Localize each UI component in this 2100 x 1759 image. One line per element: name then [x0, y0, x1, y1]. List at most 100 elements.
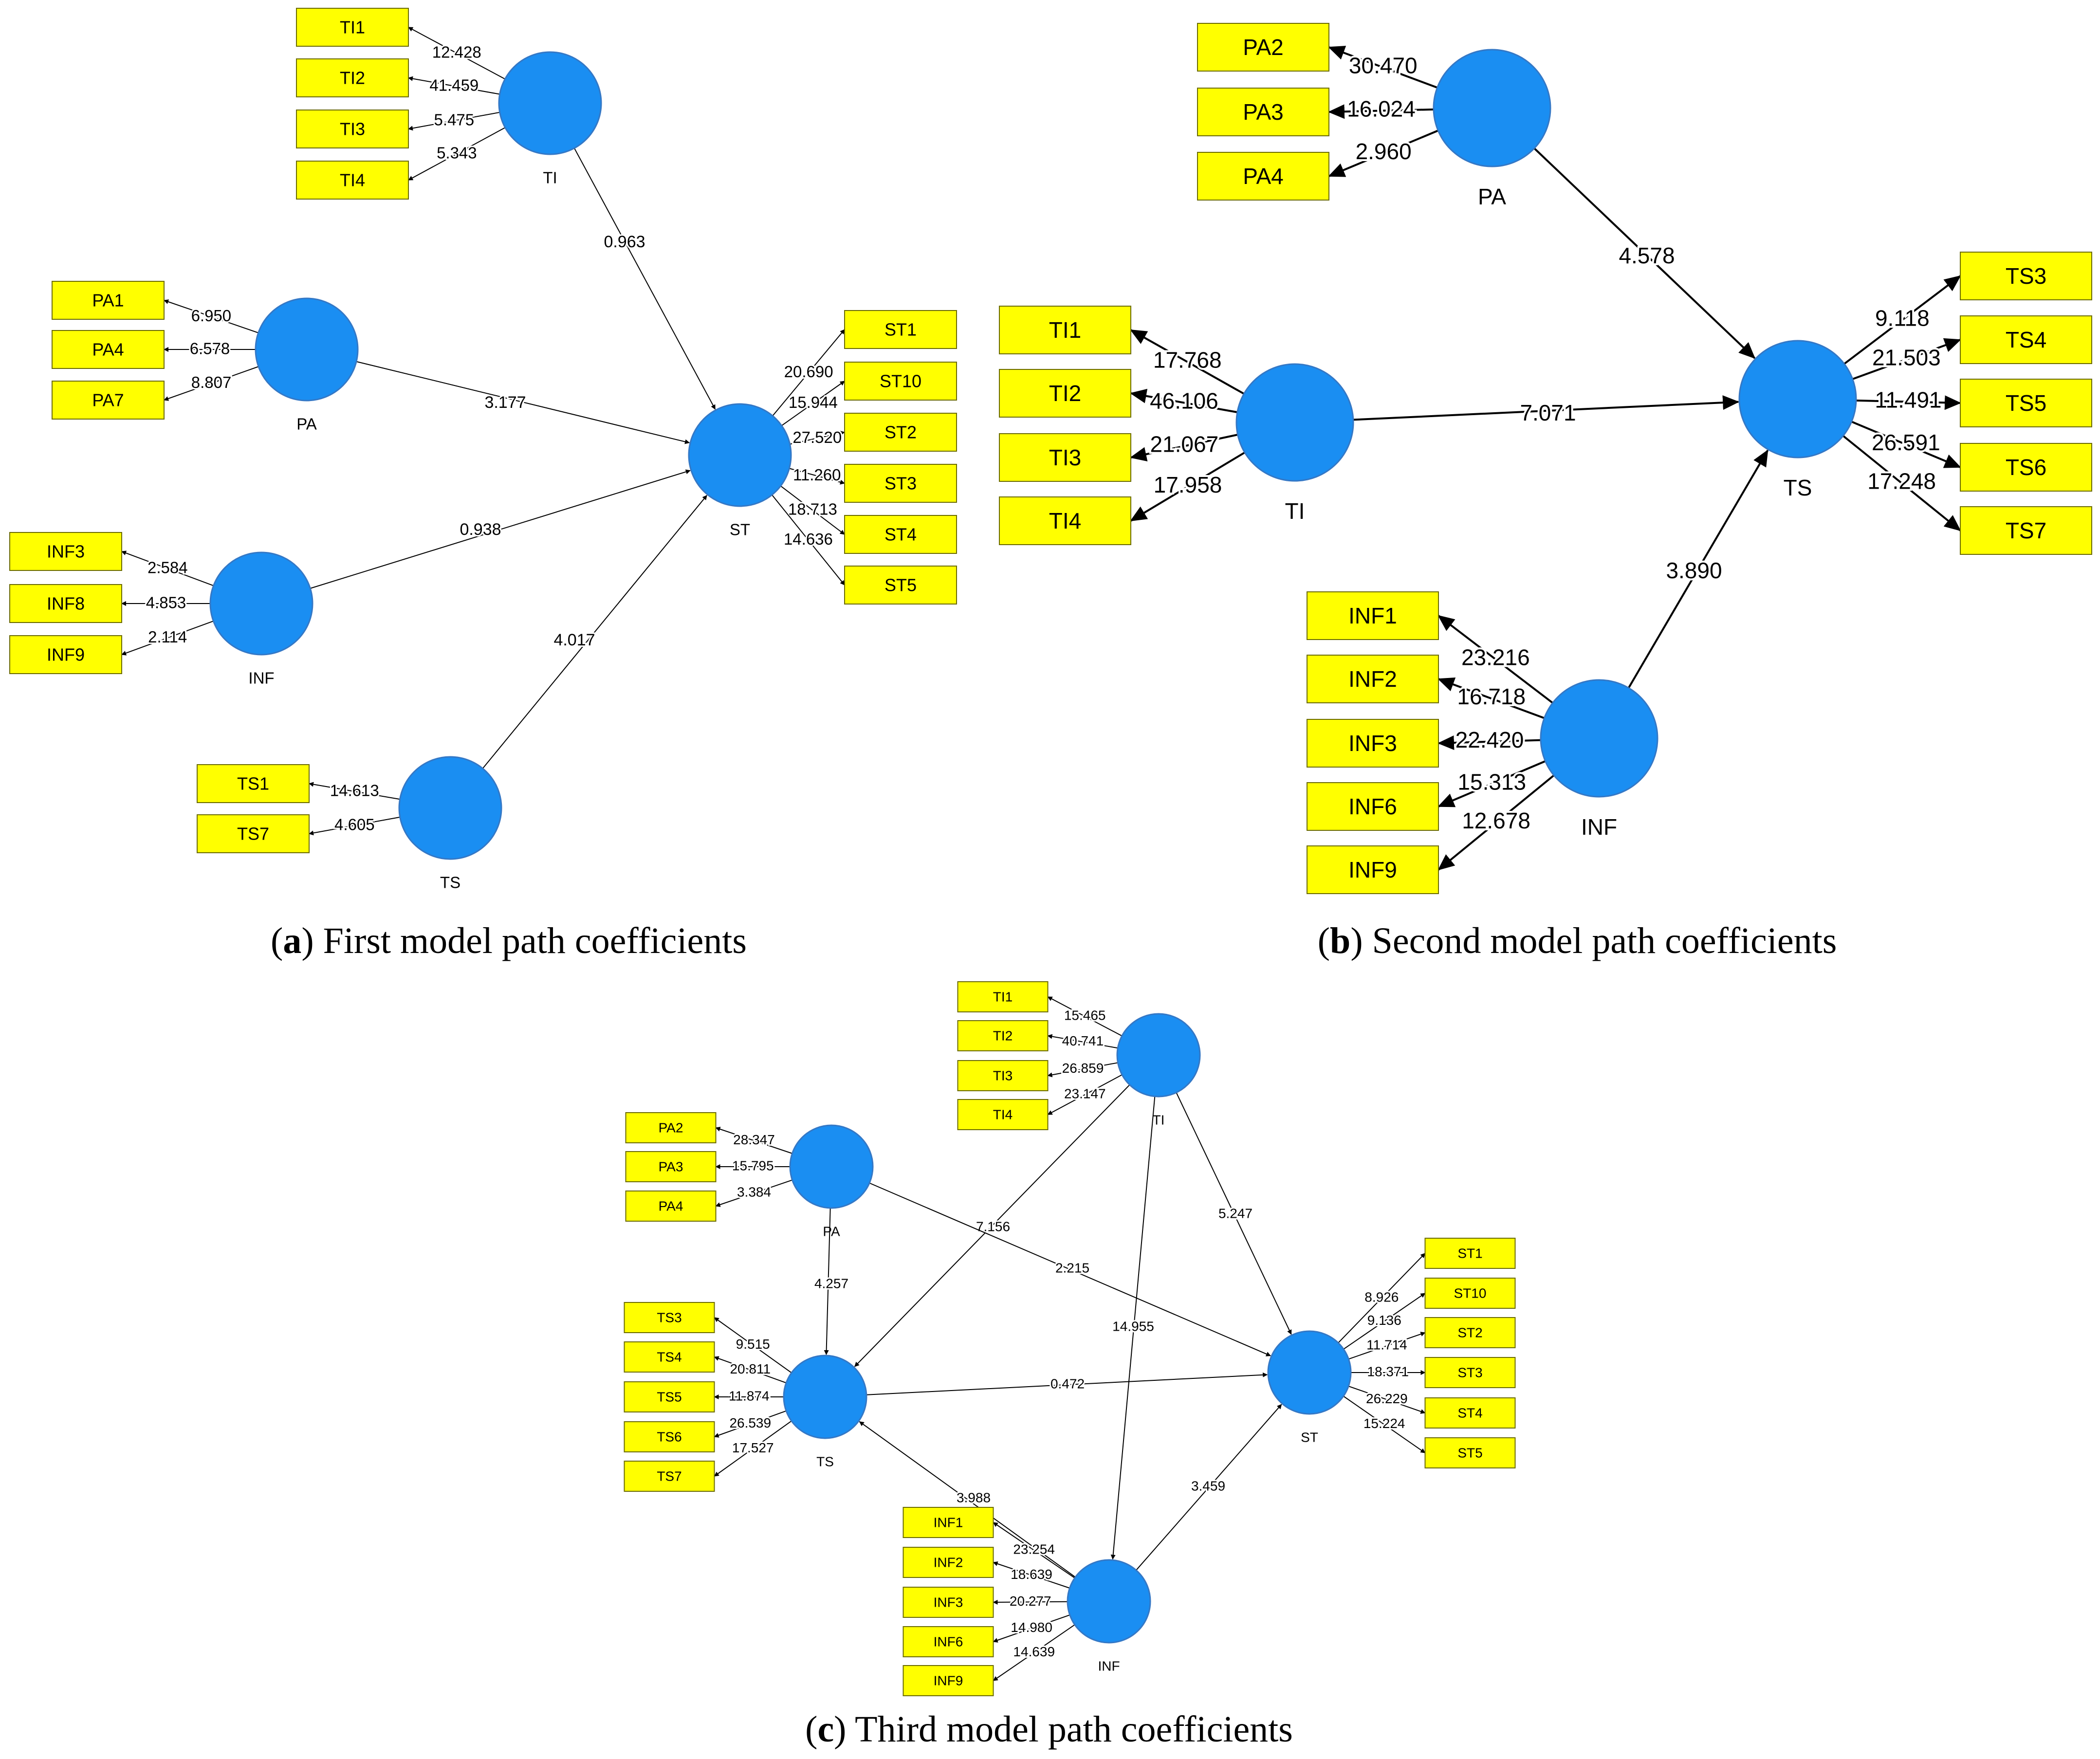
indicator-box-ts3: [1960, 252, 2092, 300]
indicator-box-ts7: [197, 814, 310, 853]
outer-loading-st4: 18.713: [788, 500, 837, 518]
outer-loading-inf2: 16.718: [1457, 684, 1526, 709]
outer-loading-ts6: 26.591: [1872, 430, 1940, 455]
indicator-label-st3: ST3: [1457, 1365, 1482, 1380]
loading-arrow-ti3: [408, 111, 500, 131]
indicator-box-ti4: [296, 161, 409, 200]
indicator-box-pa1: [52, 281, 165, 320]
indicator-label-st2: ST2: [1457, 1325, 1482, 1340]
outer-loading-st3: 18.371: [1367, 1364, 1409, 1379]
construct-label-st: ST: [730, 521, 750, 539]
indicator-label-inf9: INF9: [1348, 857, 1397, 882]
outer-loading-inf9: 12.678: [1462, 808, 1530, 833]
loading-arrow-ts4: [714, 1356, 787, 1384]
outer-loading-pa4: 3.384: [737, 1185, 771, 1200]
indicator-label-pa4: PA4: [659, 1199, 683, 1214]
loading-arrow-st4: [780, 485, 845, 535]
path-arrow-ts-st: [866, 1372, 1268, 1395]
indicator-label-inf6: INF6: [934, 1634, 963, 1649]
outer-loading-inf6: 15.313: [1457, 769, 1526, 794]
indicator-label-ti4: TI4: [993, 1107, 1013, 1122]
loading-arrow-ts5: [1856, 395, 1961, 410]
indicator-label-pa2: PA2: [1243, 35, 1284, 60]
outer-loading-st1: 8.926: [1364, 1289, 1399, 1304]
construct-node-ts: [398, 756, 502, 860]
loading-arrow-ti2: [1130, 388, 1238, 413]
indicator-box-inf1: [1307, 591, 1439, 640]
indicator-box-pa2: [625, 1112, 717, 1143]
indicator-box-inf9: [9, 635, 122, 674]
indicator-label-st10: ST10: [880, 371, 921, 391]
indicator-box-st2: [1424, 1317, 1516, 1348]
loading-arrow-ti1: [1047, 996, 1123, 1037]
outer-loading-st10: 15.944: [789, 393, 838, 411]
loading-arrow-st10: [781, 381, 845, 426]
indicator-label-pa4: PA4: [1243, 164, 1284, 189]
indicator-label-ts3: TS3: [657, 1310, 682, 1325]
outer-loading-ts3: 9.118: [1875, 305, 1930, 330]
loading-arrow-pa4: [715, 1179, 792, 1207]
panel-b: 4.5787.0713.89030.47016.0242.960PA2PA3PA…: [999, 23, 2092, 894]
construct-label-pa: PA: [1478, 184, 1506, 209]
indicator-box-ti1: [957, 981, 1049, 1012]
outer-loading-st5: 14.636: [784, 530, 833, 548]
indicator-box-ts3: [624, 1302, 715, 1333]
loading-arrow-pa4: [1328, 129, 1439, 177]
indicator-label-ti3: TI3: [993, 1068, 1013, 1083]
loading-arrow-st4: [1348, 1386, 1426, 1414]
indicator-box-ts4: [1960, 315, 2092, 364]
outer-loading-st10: 9.136: [1367, 1313, 1401, 1328]
construct-node-pa: [255, 297, 359, 402]
loading-arrow-st5: [772, 495, 845, 586]
outer-loading-ti4: 17.958: [1154, 472, 1222, 497]
indicator-box-st1: [844, 310, 957, 349]
outer-loading-pa2: 28.347: [733, 1132, 775, 1147]
loading-arrow-inf2: [993, 1561, 1070, 1589]
indicator-box-ti2: [296, 58, 409, 97]
outer-loading-st3: 11.260: [793, 466, 841, 484]
loading-arrow-ts3: [714, 1317, 792, 1374]
construct-node-inf: [1540, 679, 1658, 798]
indicator-label-inf3: INF3: [47, 542, 85, 562]
loading-arrow-ti1: [1130, 329, 1245, 395]
construct-label-st: ST: [1301, 1430, 1318, 1445]
indicator-label-st2: ST2: [884, 422, 917, 442]
outer-loading-ti2: 46.106: [1150, 388, 1218, 413]
construct-node-inf: [1067, 1559, 1151, 1644]
loading-arrow-st10: [1343, 1293, 1426, 1350]
indicator-label-st1: ST1: [884, 320, 917, 340]
loading-arrow-ts7: [309, 816, 400, 836]
indicator-box-pa7: [52, 381, 165, 420]
outer-loading-st2: 27.520: [792, 428, 842, 446]
indicator-label-pa1: PA1: [92, 291, 124, 311]
indicator-box-st4: [844, 515, 957, 554]
indicator-label-st5: ST5: [884, 575, 917, 595]
indicator-label-ti1: TI1: [993, 989, 1013, 1005]
indicator-label-ts4: TS4: [657, 1350, 682, 1365]
outer-loading-inf3: 2.584: [147, 559, 188, 577]
indicator-box-pa4: [625, 1191, 717, 1222]
loading-arrow-inf2: [1437, 678, 1545, 719]
indicator-box-ti3: [957, 1060, 1049, 1091]
outer-loading-ti1: 15.465: [1064, 1008, 1106, 1023]
indicator-label-ts7: TS7: [657, 1469, 682, 1484]
path-arrow-ti-ts: [854, 1084, 1130, 1367]
indicator-label-ti2: TI2: [993, 1028, 1013, 1044]
outer-loading-ti4: 5.343: [437, 144, 477, 162]
construct-label-inf: INF: [1581, 814, 1617, 840]
path-coefficient-inf-st: 0.938: [460, 520, 501, 539]
indicator-label-st1: ST1: [1457, 1246, 1482, 1261]
path-arrow-inf-ts: [859, 1421, 1076, 1578]
indicator-label-ts3: TS3: [2006, 263, 2046, 289]
indicator-label-pa7: PA7: [92, 390, 124, 410]
loading-arrow-pa7: [164, 366, 259, 401]
loading-arrow-pa1: [164, 299, 259, 333]
outer-loading-ts5: 11.491: [1875, 387, 1941, 412]
outer-loading-ts3: 9.515: [736, 1337, 770, 1352]
construct-label-ti: TI: [1285, 498, 1305, 524]
loading-arrow-ts3: [1843, 275, 1961, 365]
indicator-box-ts7: [624, 1461, 715, 1492]
outer-loading-inf1: 23.216: [1461, 645, 1530, 670]
indicator-label-ts7: TS7: [2006, 518, 2046, 543]
